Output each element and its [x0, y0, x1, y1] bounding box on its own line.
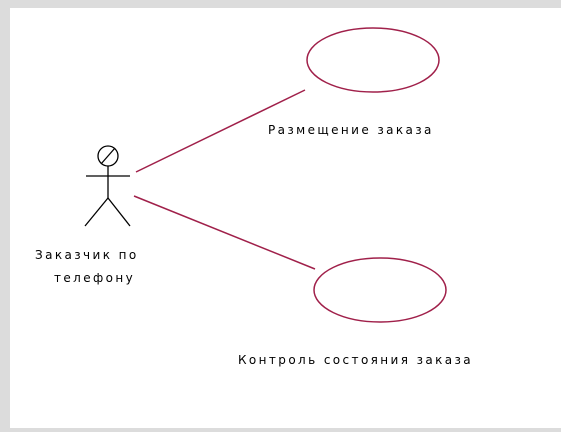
- diagram-canvas: Размещение заказа Контроль состояния зак…: [10, 8, 561, 428]
- use-case-order-placement[interactable]: Размещение заказа: [268, 27, 440, 137]
- use-case-order-status-control[interactable]: Контроль состояния заказа: [238, 257, 473, 367]
- actor-stick-figure-icon[interactable]: [84, 145, 131, 227]
- actor-phone-customer[interactable]: Заказчик по телефону: [35, 145, 139, 285]
- use-case-label: Размещение заказа: [268, 123, 434, 137]
- use-case-diagram: Размещение заказа Контроль состояния зак…: [35, 27, 473, 367]
- use-case-ellipse[interactable]: [306, 27, 440, 93]
- association-line-status-control[interactable]: [133, 195, 316, 270]
- actor-name-line2: телефону: [54, 271, 135, 285]
- association-line-placement[interactable]: [135, 89, 306, 173]
- actor-name-line1: Заказчик по: [35, 248, 139, 262]
- use-case-ellipse[interactable]: [313, 257, 447, 323]
- use-case-label: Контроль состояния заказа: [238, 353, 473, 367]
